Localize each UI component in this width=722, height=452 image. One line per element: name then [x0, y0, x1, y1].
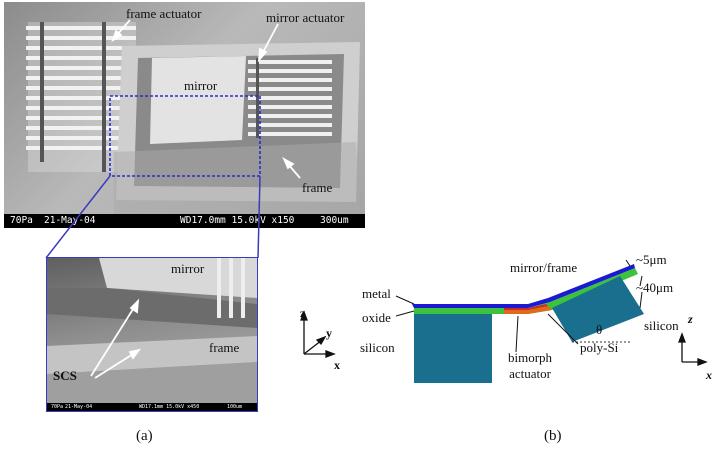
sem-zoom-drawing: [47, 258, 257, 403]
sem-image-zoom: mirror frame SCS 70Pa 21-May-04 WD17.1mm…: [46, 257, 258, 412]
zoom-label-mirror: mirror: [171, 261, 205, 276]
axis-right-x: x: [706, 368, 712, 382]
silicon-block-left: [414, 313, 492, 383]
label-frame-actuator: frame actuator: [126, 6, 202, 21]
label-mirror-frame: mirror/frame: [510, 260, 578, 275]
sem-overview-drawing: [26, 19, 360, 218]
caption-a: (a): [136, 428, 153, 444]
label-metal: metal: [362, 286, 391, 301]
frame-actuator-comb: [26, 22, 136, 172]
axis-left-z: z: [300, 306, 306, 320]
mirror-actuator-comb: [248, 60, 332, 136]
label-theta: θ: [596, 322, 603, 337]
label-dim-40um: ~40μm: [636, 280, 674, 295]
axes-left: [300, 310, 336, 358]
label-bimorph-line2: actuator: [509, 366, 551, 381]
caption-b: (b): [544, 428, 562, 444]
label-silicon-right: silicon: [644, 318, 679, 333]
label-leaders: [395, 259, 643, 353]
bimorph-cross-section: [300, 259, 708, 383]
zoom-region-box: [109, 95, 261, 177]
zoom-label-frame: frame: [209, 340, 240, 355]
label-bimorph: bimorph actuator: [508, 350, 552, 382]
zoom-label-scs: SCS: [53, 368, 77, 383]
zoom-databar-date: 21-May-04: [65, 404, 93, 410]
label-oxide: oxide: [362, 310, 391, 325]
databar-pressure: 70Pa: [10, 215, 33, 226]
label-mirror-actuator: mirror actuator: [266, 10, 345, 25]
sem-image-overview: frame actuator mirror actuator mirror fr…: [4, 2, 365, 228]
silicon-block-right: [552, 276, 644, 342]
zoom-databar-params: WD17.1mm 15.0kV x450: [139, 404, 200, 410]
label-bimorph-line1: bimorph: [508, 350, 553, 365]
databar-params: WD17.0mm 15.0kV x150: [180, 215, 295, 226]
sem-databar: 70Pa 21-May-04 WD17.0mm 15.0kV x150 300u…: [4, 214, 365, 228]
axes-right: [678, 332, 708, 366]
label-arrows: [111, 19, 301, 179]
zoom-databar-pressure: 70Pa: [51, 404, 64, 410]
label-frame: frame: [302, 180, 333, 195]
zoom-databar: 70Pa 21-May-04 WD17.1mm 15.0kV x450 100u…: [47, 403, 257, 411]
axis-left-x: x: [334, 358, 340, 372]
label-mirror: mirror: [184, 78, 218, 93]
databar-date: 21-May-04: [44, 215, 96, 226]
zoom-databar-scale: 100um: [227, 404, 243, 410]
axis-right-z: z: [688, 312, 693, 326]
label-silicon-left: silicon: [360, 340, 395, 355]
databar-scale: 300um: [320, 215, 349, 226]
axis-left-y: y: [326, 326, 332, 340]
label-poly-si: poly-Si: [580, 340, 619, 355]
label-dim-5um: ~5μm: [636, 252, 667, 267]
mirror-plate: [150, 56, 246, 144]
